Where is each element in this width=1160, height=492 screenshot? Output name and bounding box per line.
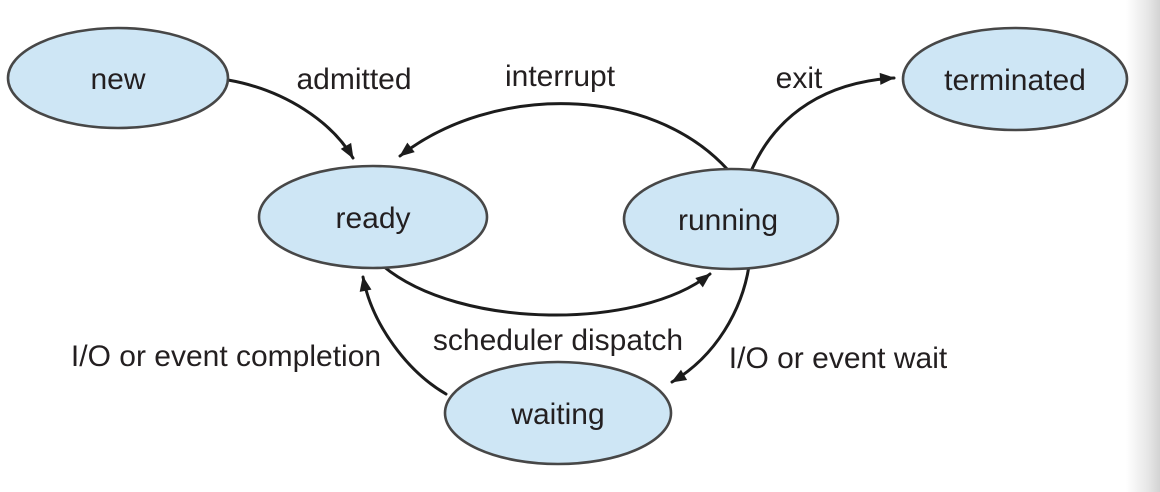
transition-label-io-completion: I/O or event completion <box>71 340 381 373</box>
transition-arrow-exit <box>750 72 896 171</box>
state-label-terminated: terminated <box>944 64 1086 97</box>
transition-arrow-interrupt <box>398 102 730 172</box>
state-ellipse-ready <box>257 164 489 270</box>
transition-label-scheduler-dispatch: scheduler dispatch <box>433 324 683 357</box>
state-ellipse-terminated <box>901 26 1129 132</box>
state-label-running: running <box>678 204 778 237</box>
state-ellipse-waiting <box>443 360 673 466</box>
transition-arrow-scheduler-dispatch <box>381 264 712 317</box>
transition-arrow-admitted <box>226 78 355 160</box>
transition-label-admitted: admitted <box>296 63 411 96</box>
state-ellipse-new <box>6 26 230 130</box>
state-ellipse-running <box>622 167 840 271</box>
state-label-waiting: waiting <box>510 398 604 431</box>
transition-arrow-io-wait <box>670 264 751 384</box>
transition-arrow-io-completion <box>359 275 448 396</box>
transition-label-interrupt: interrupt <box>505 60 616 93</box>
state-label-new: new <box>90 63 145 96</box>
state-label-ready: ready <box>335 202 410 235</box>
transition-label-io-wait: I/O or event wait <box>729 342 948 375</box>
transition-label-exit: exit <box>776 62 823 95</box>
